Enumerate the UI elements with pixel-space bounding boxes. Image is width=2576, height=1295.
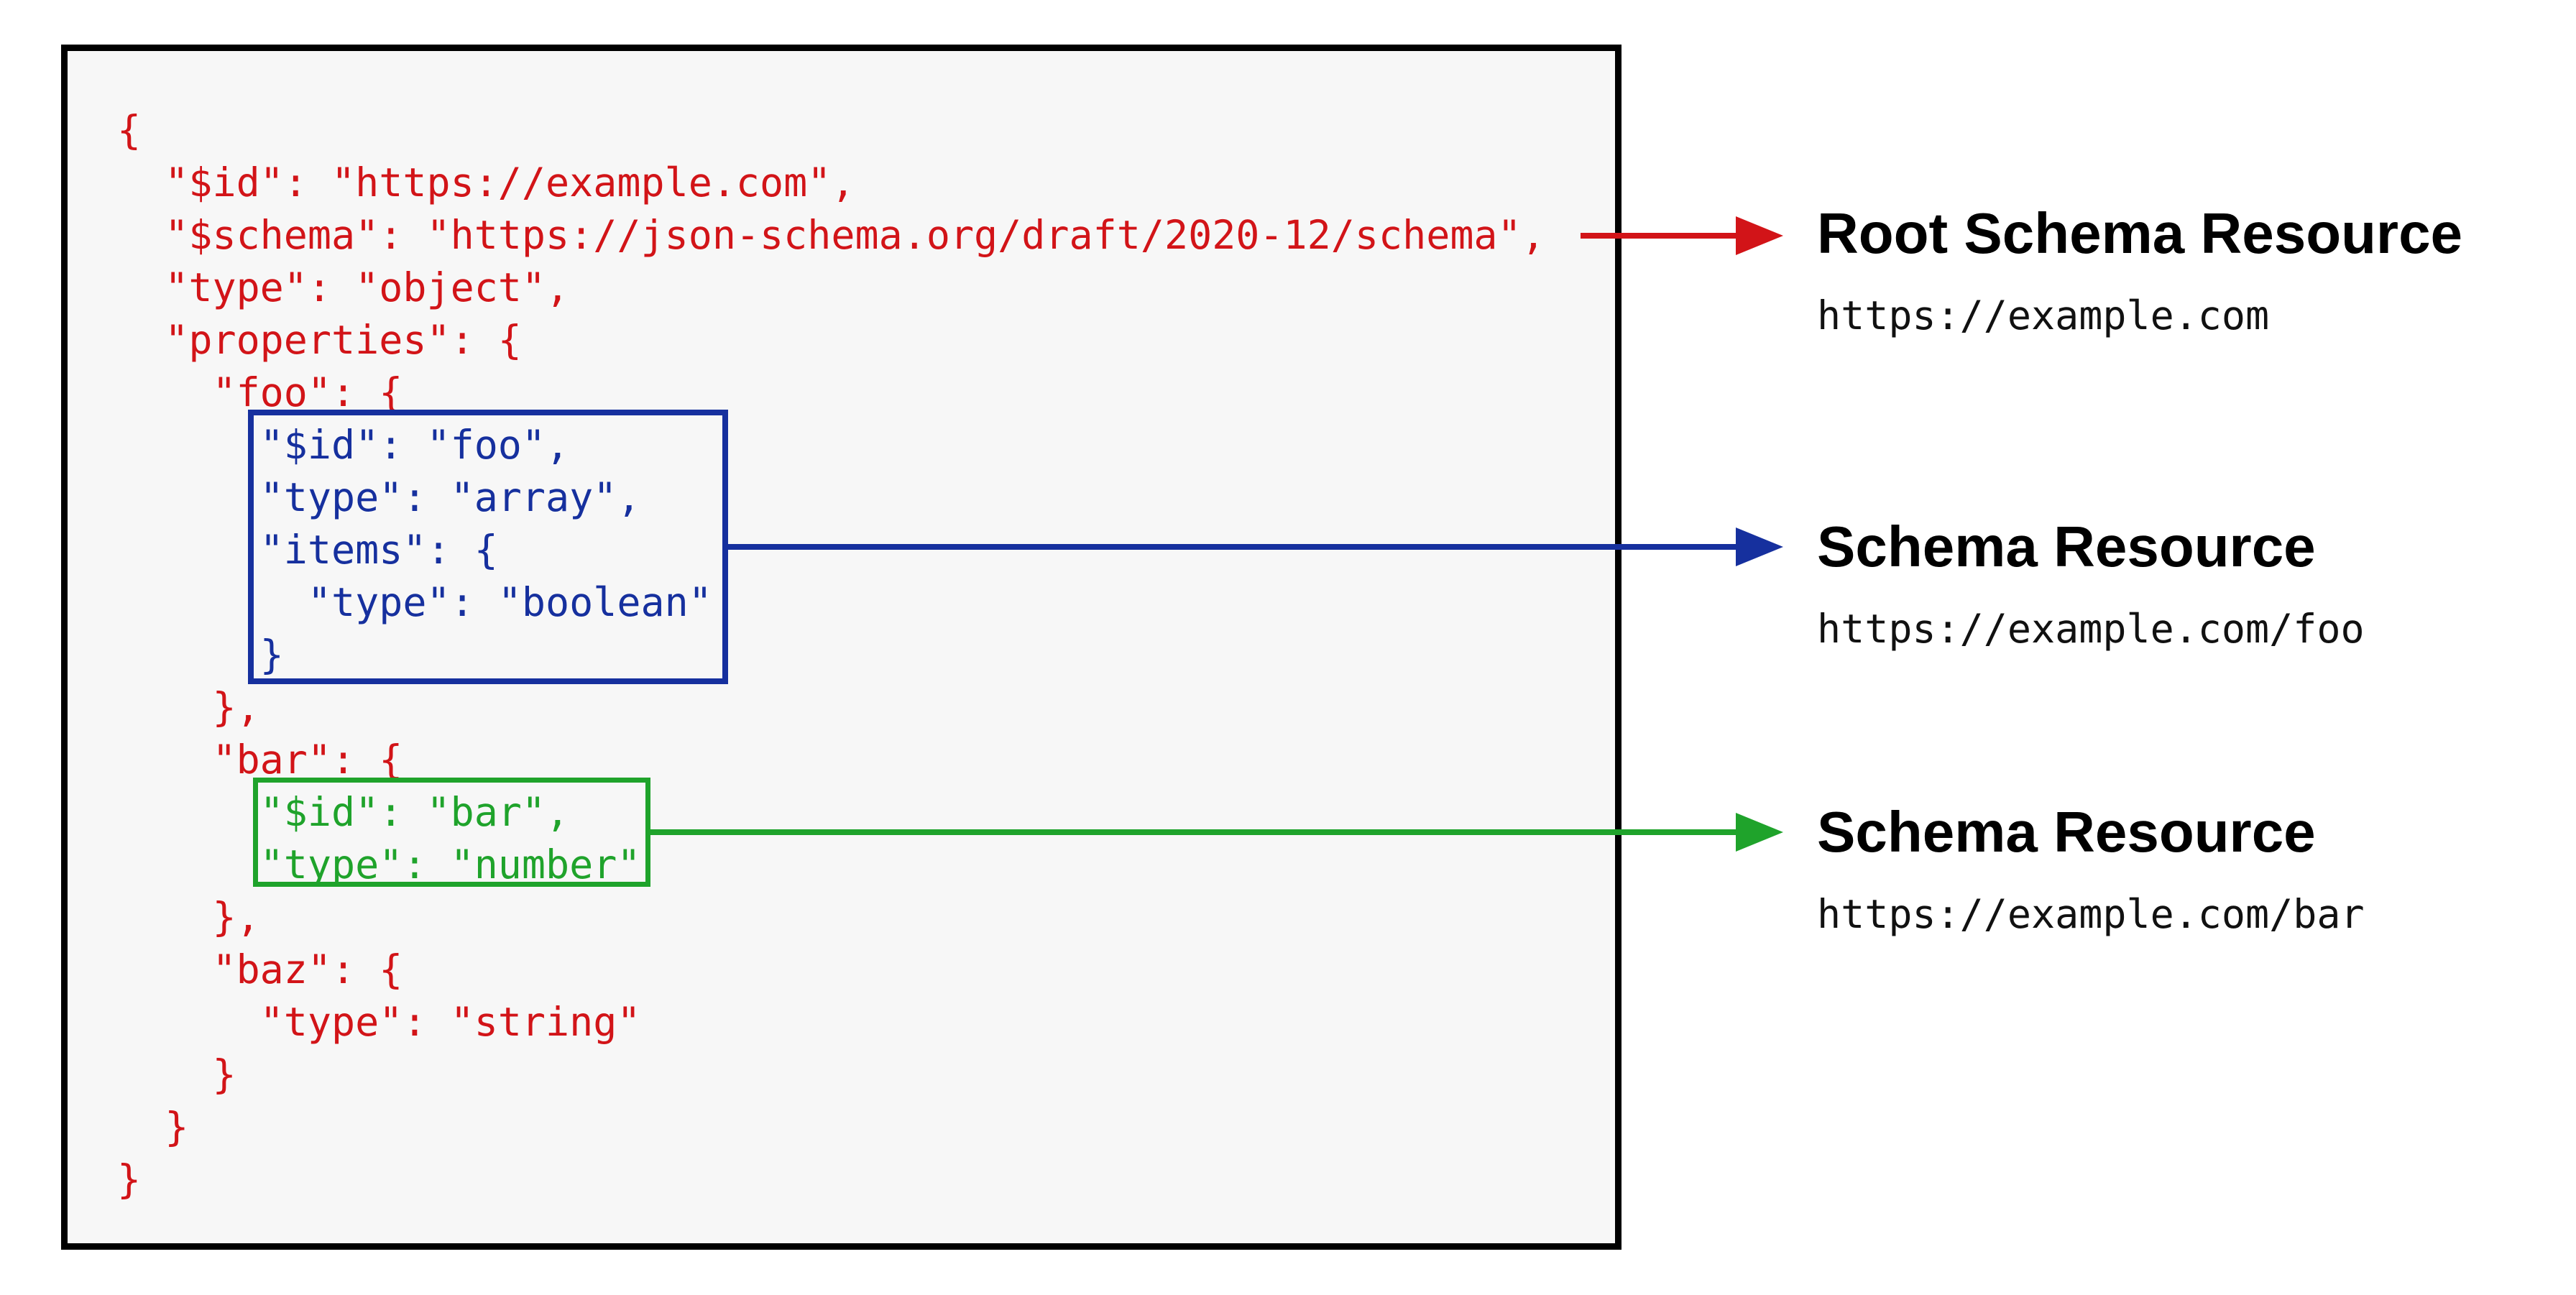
code-line: }, [117, 894, 260, 940]
code-line: "items": { [117, 527, 498, 573]
code-line: "foo": { [117, 369, 403, 415]
code-line: "$id": "bar", [117, 789, 570, 835]
annotation-title: Schema Resource [1817, 515, 2316, 579]
arrow-head-icon [1736, 216, 1783, 255]
annotation-title: Root Schema Resource [1817, 201, 2463, 265]
code-line: }, [117, 684, 260, 730]
code-line: "bar": { [117, 737, 403, 783]
code-line: "type": "object", [117, 264, 570, 310]
schema-code-block: { "$id": "https://example.com", "$schema… [117, 104, 1545, 1206]
code-line: "type": "number" [117, 842, 641, 888]
arrow-shaft [728, 544, 1737, 550]
code-line: { [117, 107, 142, 153]
code-line: "type": "string" [117, 999, 641, 1045]
arrow-shaft [1581, 233, 1737, 239]
code-line: "properties": { [117, 317, 522, 363]
arrow-head-icon [1736, 813, 1783, 852]
code-line: "$id": "foo", [117, 422, 570, 468]
json-schema-panel [61, 45, 1622, 1250]
code-line: } [117, 632, 284, 678]
annotation-url: https://example.com [1817, 292, 2270, 338]
code-line: "type": "array", [117, 474, 641, 520]
code-line: "type": "boolean" [117, 579, 712, 625]
annotation-bar-schema-resource: Schema Resource https://example.com/bar [1817, 803, 2365, 934]
annotation-foo-schema-resource: Schema Resource https://example.com/foo [1817, 518, 2365, 649]
arrow-head-icon [1736, 527, 1783, 566]
arrow-shaft [650, 829, 1737, 835]
annotation-url: https://example.com/bar [1817, 891, 2365, 937]
foo-schema-resource-box [248, 410, 728, 684]
annotation-title: Schema Resource [1817, 800, 2316, 864]
annotation-url: https://example.com/foo [1817, 606, 2365, 652]
bar-schema-resource-box [253, 778, 650, 887]
code-line: "baz": { [117, 946, 403, 992]
code-line: } [117, 1051, 236, 1097]
code-line: "$id": "https://example.com", [117, 160, 855, 206]
code-line: } [117, 1156, 142, 1202]
code-line: } [117, 1104, 189, 1150]
code-line: "$schema": "https://json-schema.org/draf… [117, 212, 1545, 258]
annotation-root-schema-resource: Root Schema Resource https://example.com [1817, 205, 2462, 336]
